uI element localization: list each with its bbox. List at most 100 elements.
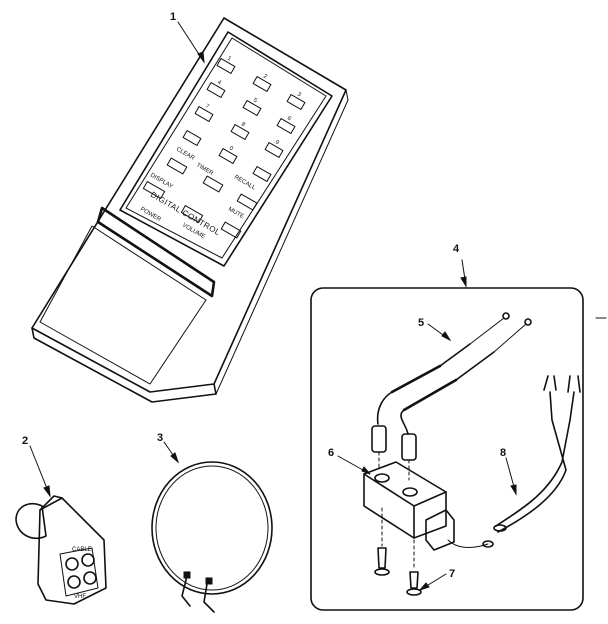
remote-button <box>182 130 202 146</box>
remote-keypad-panel <box>119 31 333 267</box>
loop-terminal <box>183 571 191 579</box>
label-mute: MUTE <box>227 207 245 221</box>
label-recall: RECALL <box>233 175 257 192</box>
remote-button <box>286 94 306 110</box>
remote-button <box>276 118 296 134</box>
rod-elbow <box>400 409 409 435</box>
remote-control: 1 2 3 4 5 6 7 8 9 0 CLEAR DISPLAY TIMER … <box>31 11 349 403</box>
lead-wires <box>482 375 581 548</box>
wire-loop: 3 <box>151 432 273 613</box>
label-timer: TIMER <box>195 163 215 178</box>
loop-lead-left <box>181 571 191 607</box>
digit-5: 5 <box>252 98 258 105</box>
remote-button <box>180 205 204 223</box>
remote-button <box>220 221 242 239</box>
callout-3-arrowhead <box>170 452 180 464</box>
callout-5-arrowhead <box>441 331 452 342</box>
digit-3: 3 <box>296 92 302 99</box>
callout-5: 5 <box>418 317 424 329</box>
callout-7-arrowhead <box>418 582 430 592</box>
remote-outline <box>31 17 347 393</box>
callout-6: 6 <box>328 447 334 459</box>
callout-6-arrowhead <box>361 466 371 475</box>
remote-divider-band <box>96 206 216 298</box>
loop-lead-right <box>203 577 215 613</box>
spade-lug <box>543 375 557 391</box>
lead-terminal <box>493 524 507 532</box>
adapter-plug: CABLE VHF 2 <box>15 435 107 605</box>
rod-segment <box>455 351 495 381</box>
digit-0: 0 <box>228 146 234 153</box>
remote-button <box>252 166 272 182</box>
callout-2: 2 <box>22 435 28 447</box>
lead-wire <box>495 391 575 527</box>
remote-side <box>31 327 217 403</box>
remote-button <box>252 76 272 92</box>
rod-tip <box>502 312 510 320</box>
remote-button <box>218 148 238 164</box>
callout-1: 1 <box>170 11 176 23</box>
callout-8-arrowhead <box>510 484 517 496</box>
spade-lug <box>567 375 581 393</box>
loop-terminal <box>205 577 213 585</box>
callout-8: 8 <box>500 447 506 459</box>
digit-6: 6 <box>286 116 292 123</box>
rod-elbow <box>376 391 393 425</box>
digit-9: 9 <box>274 140 280 147</box>
block-side <box>413 491 447 539</box>
rod-ferrule <box>371 425 387 453</box>
adapter-face-plate <box>59 547 99 597</box>
mount-screws <box>374 507 422 596</box>
screw-shank <box>409 571 419 589</box>
adapter-socket <box>81 553 95 567</box>
callout-4: 4 <box>453 243 460 255</box>
callout-3: 3 <box>157 432 163 444</box>
rod-segment <box>469 317 505 345</box>
remote-button <box>142 181 166 199</box>
remote-button <box>202 175 224 193</box>
adapter-label-bottom: VHF <box>74 594 86 600</box>
rod-segment <box>493 323 527 353</box>
screw-head <box>406 588 422 596</box>
block-hole <box>374 473 390 483</box>
remote-button <box>264 142 284 158</box>
digit-4: 4 <box>216 80 222 87</box>
callout-1-arrowhead <box>197 51 205 64</box>
screw-head <box>374 568 390 576</box>
rod-ferrule <box>401 433 417 461</box>
adapter-socket <box>67 575 81 589</box>
adapter-top-edge <box>39 495 63 511</box>
adapter-label-top: CABLE <box>72 547 92 553</box>
remote-button <box>230 124 250 140</box>
remote-button <box>236 193 258 211</box>
block-front <box>363 473 415 539</box>
digit-2: 2 <box>262 74 268 81</box>
remote-button <box>206 82 226 98</box>
remote-edge <box>215 89 349 395</box>
adapter-connector <box>15 502 47 540</box>
label-clear: CLEAR <box>175 147 196 163</box>
remote-buttons <box>142 58 306 239</box>
loop-inner <box>155 465 269 591</box>
antenna-assembly: 4 <box>310 243 607 611</box>
remote-digit-labels: 1 2 3 4 5 6 7 8 9 0 <box>204 56 302 153</box>
adapter-body <box>37 497 107 605</box>
antenna-rods <box>376 312 532 435</box>
remote-keypad-inner <box>125 37 327 259</box>
remote-button <box>216 58 236 74</box>
block-hole <box>402 487 418 497</box>
assembly-frame <box>310 287 584 611</box>
rod-tip <box>524 318 532 326</box>
digit-7: 7 <box>204 104 210 111</box>
callout-2-arrowhead <box>43 485 51 498</box>
callout-4-arrowhead <box>460 276 467 288</box>
adapter-socket <box>65 557 79 571</box>
remote-button <box>242 100 262 116</box>
rod-segment <box>390 364 442 394</box>
remote-function-labels: CLEAR DISPLAY TIMER RECALL MUTE DIGITAL … <box>139 147 257 241</box>
rod-segment <box>439 343 471 367</box>
remote-button <box>194 106 214 122</box>
block-top <box>363 461 447 507</box>
